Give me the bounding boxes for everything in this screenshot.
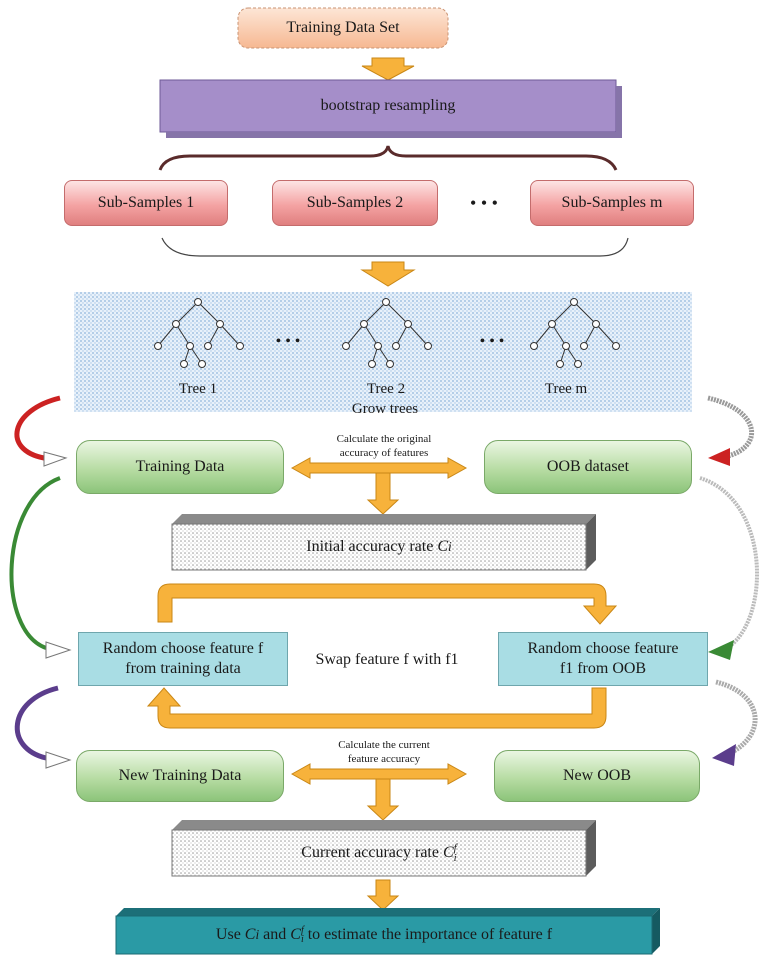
current-rate-var: C — [442, 844, 454, 861]
arrow-down-3 — [366, 472, 400, 515]
training-data-box: Training Data — [76, 440, 284, 494]
final-box-shape — [115, 908, 660, 955]
tree-2-label: Tree 2 — [366, 381, 406, 397]
tree-m-icon — [530, 298, 620, 368]
final-and-text: and — [263, 926, 287, 943]
final-var-1: C — [244, 926, 256, 943]
red-arrow-right — [708, 448, 730, 466]
sub-samples-2-box: Sub-Samples 2 — [272, 180, 438, 226]
red-curve-left — [14, 395, 61, 461]
tree-m-label: Tree m — [544, 381, 588, 397]
arrow-down-4 — [366, 778, 400, 821]
brace-top — [158, 145, 618, 171]
final-use-text: Use — [215, 926, 241, 943]
initial-rate-text: Initial accuracy rate — [306, 538, 434, 555]
oob-dataset-box: OOB dataset — [484, 440, 692, 494]
arrow-down-2 — [360, 261, 416, 287]
tree-dots-1: • • • — [275, 333, 301, 350]
sub-samples-dots: • • • — [470, 193, 498, 213]
purple-curve-left — [14, 685, 59, 761]
calc-original-label: Calculate the original accuracy of featu… — [336, 433, 432, 459]
hollow-arrow-left-2 — [45, 641, 72, 659]
hollow-curve-right-1 — [707, 395, 755, 459]
current-rate-sub: i — [453, 852, 457, 864]
green-arrow-right — [708, 640, 734, 660]
final-sub-1: i — [255, 927, 260, 942]
loop-top-arrow — [157, 583, 618, 625]
final-var-2: C — [290, 926, 301, 943]
trees-area — [74, 292, 692, 412]
grow-trees-label: Grow trees — [351, 401, 419, 417]
initial-rate-var: C — [437, 538, 448, 555]
brace-bottom — [161, 237, 629, 257]
sub-samples-1-box: Sub-Samples 1 — [64, 180, 228, 226]
final-sub-2: i — [300, 934, 304, 945]
tree-1-icon — [154, 298, 244, 368]
tree-dots-2: • • • — [479, 333, 505, 350]
green-curve-left — [9, 476, 61, 650]
arrow-down-5 — [366, 879, 400, 911]
current-rate-sup: f — [453, 842, 457, 854]
swap-label: Swap feature f with f1 — [315, 651, 459, 668]
double-arrow-2 — [290, 763, 468, 785]
loop-bottom-arrow — [146, 687, 607, 729]
hollow-curve-right-3 — [715, 679, 758, 755]
new-oob-box: New OOB — [494, 750, 700, 802]
hollow-curve-right-2 — [699, 476, 760, 648]
random-feature-f1-box: Random choose feature f1 from OOB — [498, 632, 708, 686]
sub-samples-m-box: Sub-Samples m — [530, 180, 694, 226]
initial-rate-sub: i — [448, 539, 452, 554]
initial-rate-box-shape — [171, 514, 596, 571]
final-rest-text: to estimate the importance of feature f — [307, 926, 553, 943]
double-arrow-1 — [290, 457, 468, 479]
training-data-set-label: Training Data Set — [286, 19, 400, 36]
final-sup-2: f — [300, 925, 304, 936]
arrow-down-1 — [361, 57, 415, 81]
bootstrap-box-shape — [159, 79, 622, 138]
random-feature-f-box: Random choose feature f from training da… — [78, 632, 288, 686]
current-rate-box-shape — [171, 820, 596, 877]
new-training-data-box: New Training Data — [76, 750, 284, 802]
bootstrap-resampling-label: bootstrap resampling — [320, 97, 456, 114]
tree-2-icon — [342, 298, 432, 368]
current-rate-text: Current accuracy rate — [301, 844, 439, 861]
hollow-arrow-left-1 — [43, 451, 68, 467]
hollow-arrow-left-3 — [45, 751, 72, 769]
training-data-set-shape — [237, 7, 449, 49]
tree-1-label: Tree 1 — [178, 381, 218, 397]
purple-arrow-right — [712, 744, 736, 766]
calc-current-label: Calculate the current feature accuracy — [338, 739, 430, 765]
